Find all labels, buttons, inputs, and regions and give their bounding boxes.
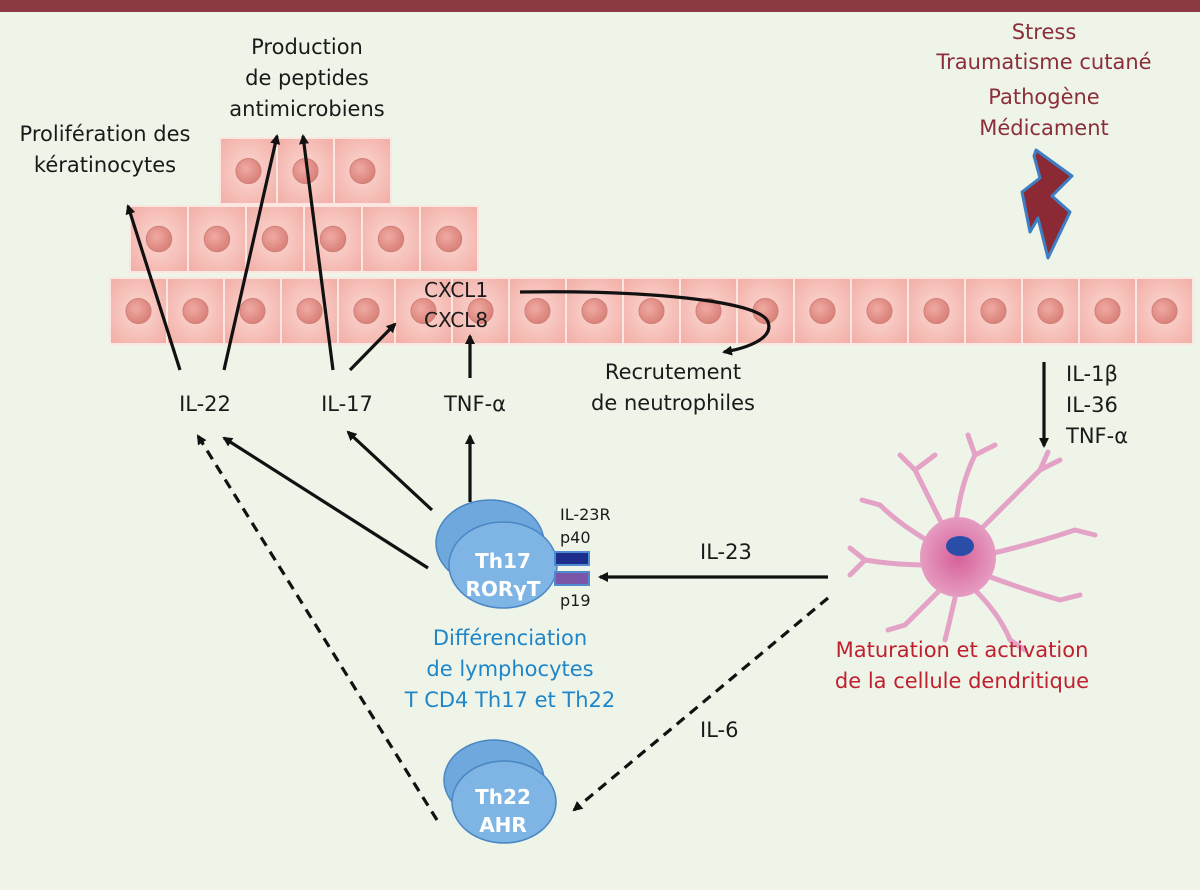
keratinocyte-nucleus <box>524 297 551 325</box>
arrow-il22-peptides <box>222 134 281 371</box>
keratinocyte-nucleus <box>349 157 376 185</box>
outcome-neutrophils-line1: Recrutement <box>604 360 742 384</box>
outcome-peptides-line1: Production <box>251 35 363 59</box>
keratinocyte-nucleus <box>581 297 608 325</box>
th17-rorgt-label: RORγT <box>465 577 541 601</box>
receptor-il23r-label: IL-23R <box>560 505 611 524</box>
dendritic-line2: de la cellule dendritique <box>834 669 1090 693</box>
trigger-stress: Stress <box>1011 20 1077 44</box>
keratinocyte-nucleus <box>410 297 437 325</box>
keratinocyte-nucleus <box>239 297 266 325</box>
th17-cell <box>435 499 558 609</box>
keratinocyte-layer <box>109 137 1194 345</box>
dendritic-cell-body <box>920 517 996 597</box>
th22-cell <box>443 739 557 844</box>
dendritic-line1: Maturation et activation <box>835 638 1089 662</box>
keratinocyte-nucleus <box>145 225 173 253</box>
trigger-trauma: Traumatisme cutané <box>936 50 1152 74</box>
outcome-peptides-line3: antimicrobiens <box>229 97 385 121</box>
top-bar <box>0 0 1200 12</box>
keratinocyte-nucleus <box>1037 297 1064 325</box>
keratinocyte-nucleus <box>467 297 494 325</box>
arrow-th17-il22 <box>222 436 429 570</box>
arrow-il17-peptides <box>299 134 335 371</box>
p19-subunit <box>554 571 590 586</box>
keratinocyte-nucleus <box>377 225 405 253</box>
cytokine-tnfa-dc: TNF-α <box>1066 424 1129 448</box>
dendritic-cell <box>847 432 1098 653</box>
arrow-cxcl-neutrophils <box>519 290 771 356</box>
keratinocyte-nucleus <box>923 297 950 325</box>
outcome-neutrophils-line2: de neutrophiles <box>591 391 755 415</box>
cytokine-il17: IL-17 <box>321 392 373 416</box>
keratinocyte <box>1135 277 1194 345</box>
trigger-pathogen: Pathogène <box>988 85 1100 109</box>
outcome-proliferation-line1: Prolifération des <box>19 122 191 146</box>
dendritic-cell-nucleus <box>946 536 974 556</box>
keratinocyte-nucleus <box>296 297 323 325</box>
cytokine-il22: IL-22 <box>179 392 231 416</box>
outcome-peptides-line2: de peptides <box>245 66 369 90</box>
keratinocyte-nucleus <box>435 225 463 253</box>
keratinocyte-nucleus <box>1094 297 1121 325</box>
th22-ahr-label: AHR <box>479 813 527 837</box>
arrow-il17-cxcl <box>348 322 397 372</box>
chemokine-cxcl8: CXCL8 <box>424 308 489 332</box>
keratinocyte-nucleus <box>866 297 893 325</box>
trigger-drug: Médicament <box>979 116 1109 140</box>
cytokine-il1b: IL-1β <box>1066 362 1118 386</box>
th22-label: Th22 <box>475 785 531 809</box>
keratinocyte-nucleus <box>319 225 347 253</box>
keratinocyte-nucleus <box>638 297 665 325</box>
keratinocyte-nucleus <box>695 297 722 325</box>
differentiation-line1: Différenciation <box>432 626 588 650</box>
arrow-il22-proliferation <box>125 204 182 371</box>
keratinocyte-nucleus <box>809 297 836 325</box>
arrow-dc-th22-dashed <box>572 596 830 812</box>
cytokine-il23: IL-23 <box>700 540 752 564</box>
differentiation-line2: de lymphocytes <box>426 657 594 681</box>
keratinocyte-nucleus <box>353 297 380 325</box>
keratinocyte <box>361 205 421 273</box>
keratinocyte-nucleus <box>125 297 152 325</box>
keratinocyte-nucleus <box>235 157 262 185</box>
cytokine-il6: IL-6 <box>700 718 739 742</box>
p40-subunit <box>554 551 590 566</box>
arrow-th22-il22-dashed <box>196 434 439 821</box>
keratinocyte-nucleus <box>980 297 1007 325</box>
keratinocyte-nucleus <box>182 297 209 325</box>
cytokine-il36: IL-36 <box>1066 393 1118 417</box>
outcome-proliferation-line2: kératinocytes <box>33 153 177 177</box>
differentiation-line3: T CD4 Th17 et Th22 <box>404 688 616 712</box>
cytokine-tnfa: TNF-α <box>443 392 507 416</box>
keratinocyte-nucleus <box>261 225 289 253</box>
keratinocyte-nucleus <box>1151 297 1178 325</box>
chemokine-cxcl1: CXCL1 <box>424 278 489 302</box>
th17-label: Th17 <box>475 549 531 573</box>
receptor-p19-label: p19 <box>560 591 591 610</box>
arrow-th17-il17 <box>346 430 434 512</box>
keratinocyte <box>245 205 305 273</box>
il23-receptor <box>554 551 590 586</box>
keratinocyte-nucleus <box>203 225 231 253</box>
receptor-p40-label: p40 <box>560 528 591 547</box>
lightning-bolt-icon <box>1020 148 1074 260</box>
